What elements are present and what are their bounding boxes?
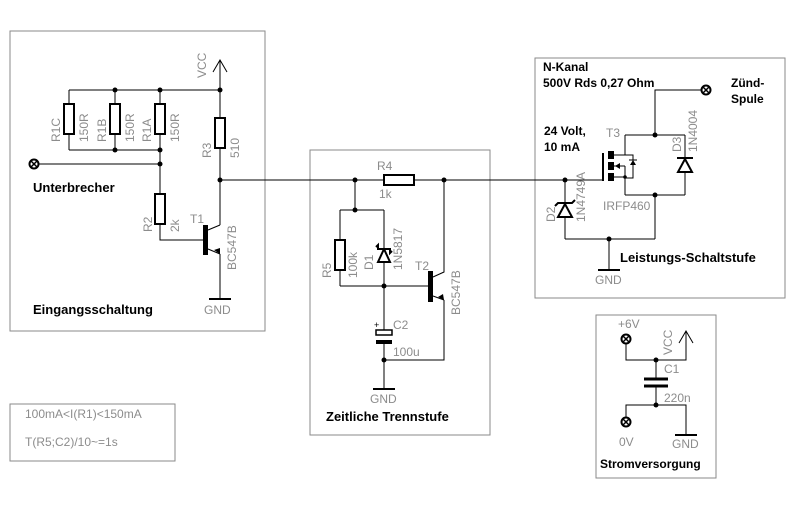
vcc-symbol-supply: VCC [661,329,694,355]
capacitor-c1[interactable]: C1 220n [644,360,691,405]
mosfet-t3[interactable]: T3 IRFP460 [560,126,651,213]
terminal-zuendspule[interactable] [700,84,712,96]
vcc-symbol-input: VCC [195,52,228,90]
resistor-r4[interactable]: R4 1k [377,159,415,201]
transistor-t1[interactable]: T1 BC547B [190,212,239,298]
svg-text:R1C: R1C [49,118,63,142]
input-stage-title: Eingangsschaltung [33,302,153,317]
svg-text:+: + [374,320,379,330]
svg-text:510: 510 [228,138,242,158]
supply-title: Stromversorgung [600,457,701,471]
svg-text:C2: C2 [393,318,409,332]
diode-d1[interactable]: D1 1N5817 [362,210,405,286]
svg-text:IRFP460: IRFP460 [603,199,651,213]
svg-text:1N5817: 1N5817 [391,228,405,270]
svg-text:1k: 1k [379,187,393,201]
svg-text:GND: GND [204,303,231,317]
svg-text:150R: 150R [168,113,182,142]
diode-d2[interactable]: D2 1N4749A [544,172,588,239]
svg-text:D1: D1 [362,254,376,270]
gnd-symbol-power: GND [595,269,622,287]
svg-text:GND: GND [370,392,397,406]
svg-text:T1: T1 [190,212,204,226]
supply-frame [595,314,717,479]
gnd-symbol-input: GND [204,298,231,317]
svg-text:R4: R4 [377,159,393,173]
svg-text:R5: R5 [320,262,334,278]
unterbrecher-label: Unterbrecher [33,180,115,195]
svg-text:BC547B: BC547B [449,270,463,315]
svg-text:VCC: VCC [661,329,675,355]
svg-text:R2: R2 [141,216,155,232]
svg-text:T2: T2 [415,259,429,273]
note-current: 100mA<I(R1)<150mA [25,407,142,421]
transistor-t2[interactable]: T2 BC547B [384,180,463,361]
svg-text:D2: D2 [544,206,558,222]
svg-text:1N4749A: 1N4749A [574,172,588,222]
svg-text:BC547B: BC547B [225,225,239,270]
timer-stage-frame [309,149,491,436]
resistor-r2[interactable]: R2 2k [141,193,203,241]
terminal-plus6v[interactable] [620,333,632,345]
svg-text:100k: 100k [346,251,360,278]
note-timing: T(R5;C2)/10~=1s [25,435,118,449]
power-note-nchannel: N-Kanal [543,60,588,74]
notes-frame [9,403,176,462]
svg-text:T3: T3 [606,126,620,140]
resistor-r1c[interactable]: R1C 150R [49,90,91,150]
svg-text:100u: 100u [393,345,420,359]
timer-stage-title: Zeitliche Trennstufe [326,409,449,424]
svg-text:GND: GND [672,437,699,451]
svg-text:150R: 150R [77,113,91,142]
svg-text:220n: 220n [664,391,691,405]
zero-v-label: 0V [619,435,634,449]
resistor-r3[interactable]: R3 510 [200,90,242,225]
svg-text:R1A: R1A [140,119,154,142]
svg-text:R1B: R1B [95,119,109,142]
power-stage-title: Leistungs-Schaltstufe [620,250,756,265]
power-note-rds: 500V Rds 0,27 Ohm [543,76,654,90]
svg-text:GND: GND [595,273,622,287]
power-note-voltage: 24 Volt, [544,124,586,138]
svg-text:R3: R3 [200,142,214,158]
capacitor-c2[interactable]: + C2 100u [374,286,420,388]
resistor-r1b[interactable]: R1B 150R [95,90,137,150]
resistor-r5[interactable]: R5 100k [320,210,360,286]
svg-text:D3: D3 [670,136,684,152]
svg-text:C1: C1 [664,362,680,376]
svg-text:1N4004: 1N4004 [686,110,700,152]
terminal-0v[interactable] [620,416,632,428]
coil-label-1: Zünd- [731,76,764,90]
coil-label-2: Spule [731,92,764,106]
resistor-r1a[interactable]: R1A 150R [140,90,182,150]
power-note-current: 10 mA [544,140,580,154]
diode-d3[interactable]: D3 1N4004 [670,110,700,195]
power-stage-frame [534,57,786,299]
gnd-symbol-supply: GND [672,434,699,451]
plus6v-label: +6V [618,317,640,331]
svg-text:150R: 150R [123,113,137,142]
svg-text:2k: 2k [168,218,182,232]
terminal-unterbrecher[interactable] [28,158,40,170]
gnd-symbol-timer: GND [370,388,397,406]
input-stage-frame [9,30,266,332]
svg-text:VCC: VCC [195,52,209,78]
